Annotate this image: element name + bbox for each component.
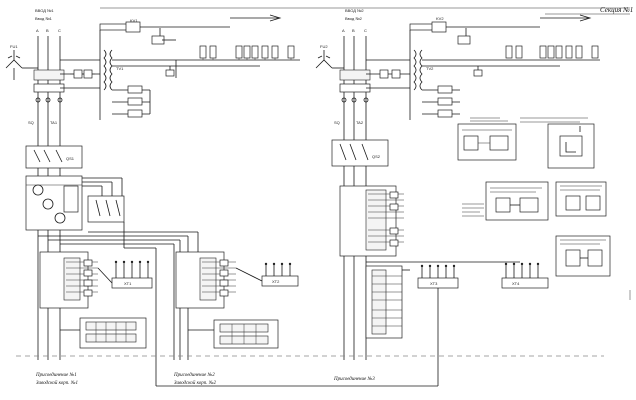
left-input-label: ВВОД №1 bbox=[35, 8, 54, 13]
right-fu-tag: FU2 bbox=[320, 44, 328, 49]
right-kv-tag: KV2 bbox=[436, 16, 444, 21]
right-input-sub: Ввод №2 bbox=[345, 16, 363, 21]
left-feeder2-label: Присоединение №2 bbox=[173, 372, 215, 378]
svg-text:XT4: XT4 bbox=[512, 281, 520, 286]
svg-text:XT1: XT1 bbox=[124, 281, 132, 286]
detail-diagram-4 bbox=[555, 181, 607, 217]
left-switch-contacts-icon bbox=[95, 199, 121, 217]
left-phase-c: C bbox=[58, 28, 61, 33]
left-breaker-contacts-icon bbox=[33, 149, 63, 163]
right-phase-c: C bbox=[364, 28, 367, 33]
svg-text:SQ: SQ bbox=[28, 120, 34, 125]
detail2-contact-icon bbox=[565, 142, 576, 153]
svg-text:TA2: TA2 bbox=[356, 120, 364, 125]
left-section: ВВОД №1 Ввод №1 A B C FU1 SQ TA1 QS1 bbox=[5, 8, 330, 387]
left-meter-row bbox=[199, 45, 295, 60]
right-input-label: ВВОД №2 bbox=[345, 8, 364, 13]
right-transformer-icon bbox=[413, 49, 423, 91]
left-arrester-icon bbox=[5, 50, 23, 69]
svg-text:XT2: XT2 bbox=[272, 279, 280, 284]
svg-text:XT3: XT3 bbox=[430, 281, 438, 286]
right-meter-row bbox=[505, 45, 599, 59]
right-arrow-icon bbox=[579, 14, 592, 22]
right-feeder-label: Присоединение №3 bbox=[333, 376, 375, 382]
left-feeder1-sub: Заводской корп. №1 bbox=[36, 380, 78, 386]
left-phase-a: A bbox=[36, 28, 39, 33]
left-fu-tag: FU1 bbox=[10, 44, 18, 49]
right-lower-terminals bbox=[372, 275, 402, 327]
right-phase-b: B bbox=[352, 28, 355, 33]
right-panel-terminals bbox=[368, 191, 404, 247]
detail-diagram-5 bbox=[555, 235, 611, 277]
svg-text:SQ: SQ bbox=[334, 120, 340, 125]
sheet-label: Секция №1 bbox=[600, 6, 633, 14]
left-phase-b: B bbox=[46, 28, 49, 33]
right-tv-tag: TV2 bbox=[426, 66, 434, 71]
svg-text:TA1: TA1 bbox=[50, 120, 58, 125]
left-tv-tag: TV1 bbox=[116, 66, 124, 71]
left-input-sub: Ввод №1 bbox=[35, 16, 53, 21]
left-transformer-icon bbox=[103, 49, 113, 91]
left-feeder1-label: Присоединение №1 bbox=[35, 372, 77, 378]
left-breaker bbox=[25, 145, 83, 169]
detail-diagram-1 bbox=[457, 117, 517, 161]
left-feeder2-terminals bbox=[202, 259, 236, 297]
right-section: ВВОД №2 Ввод №2 A B C FU2 SQ TA2 QS2 bbox=[315, 8, 611, 387]
left-qs-tag: QS1 bbox=[66, 156, 75, 161]
detail-diagram-2 bbox=[520, 117, 595, 169]
right-phase-a: A bbox=[342, 28, 345, 33]
left-feeder2-sub: Заводской корп. №2 bbox=[174, 380, 217, 386]
right-qs-tag: QS2 bbox=[372, 154, 381, 159]
left-kv-tag: KV1 bbox=[130, 18, 138, 23]
left-feeder1-terminals bbox=[66, 259, 98, 297]
right-breaker bbox=[331, 139, 389, 167]
detail-diagram-3 bbox=[462, 181, 549, 221]
right-arrester-icon bbox=[315, 50, 333, 69]
right-breaker-contacts-icon bbox=[339, 143, 369, 161]
left-arrow-icon bbox=[269, 14, 282, 22]
